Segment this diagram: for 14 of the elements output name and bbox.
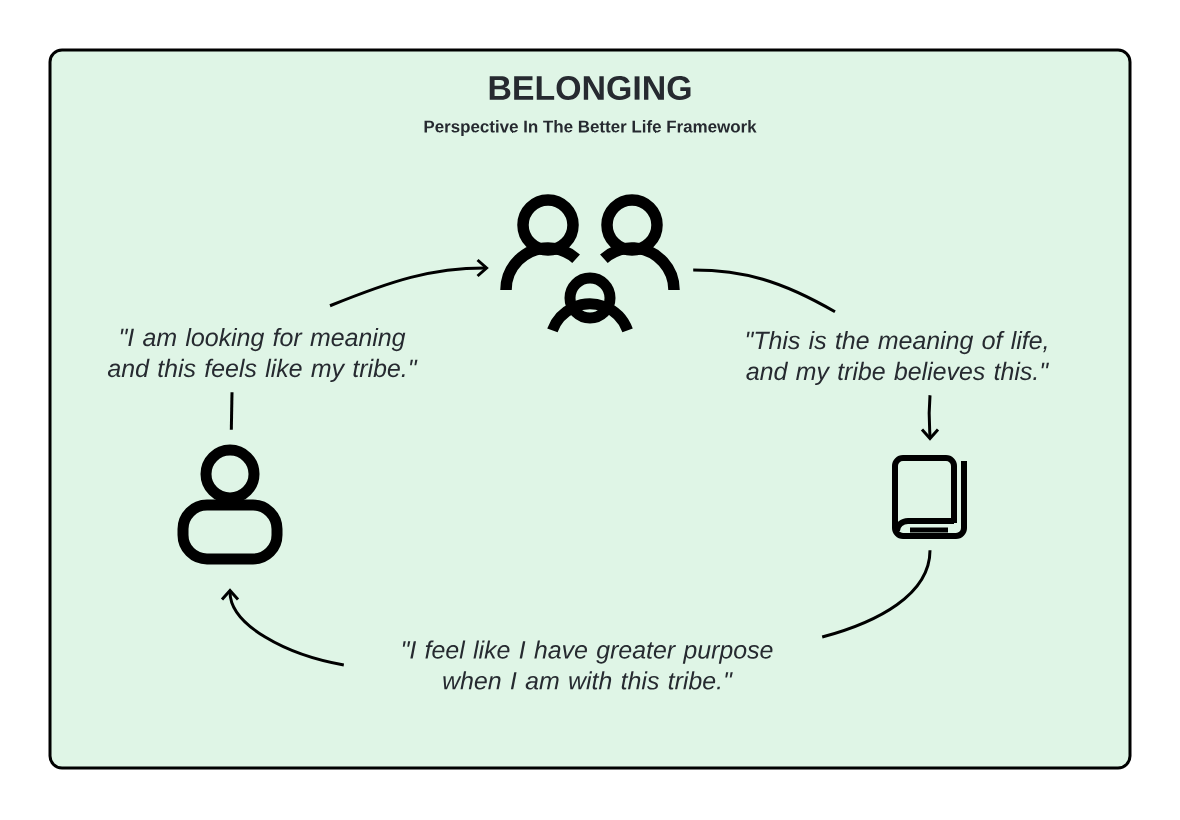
quote-text: "I feel like I have greater purpose when I am with this tribe.": [402, 640, 773, 690]
person-icon: [177, 444, 283, 565]
connector-line: [229, 392, 234, 430]
quote-text: "I am looking for meaning and this feels like my tribe.": [107, 327, 418, 383]
quote-text: "This is the meaning of life, and my tribe believes this.": [746, 330, 1050, 386]
title: BELONGING: [489, 76, 691, 100]
book-icon: [892, 455, 967, 539]
connector-line: [693, 268, 836, 314]
arrow: [920, 395, 940, 441]
arrow: [220, 588, 345, 667]
subtitle: Perspective In The Better Life Framework: [424, 120, 757, 136]
arrow: [329, 258, 489, 308]
connector-line: [821, 550, 932, 639]
people-icon: [500, 194, 680, 333]
